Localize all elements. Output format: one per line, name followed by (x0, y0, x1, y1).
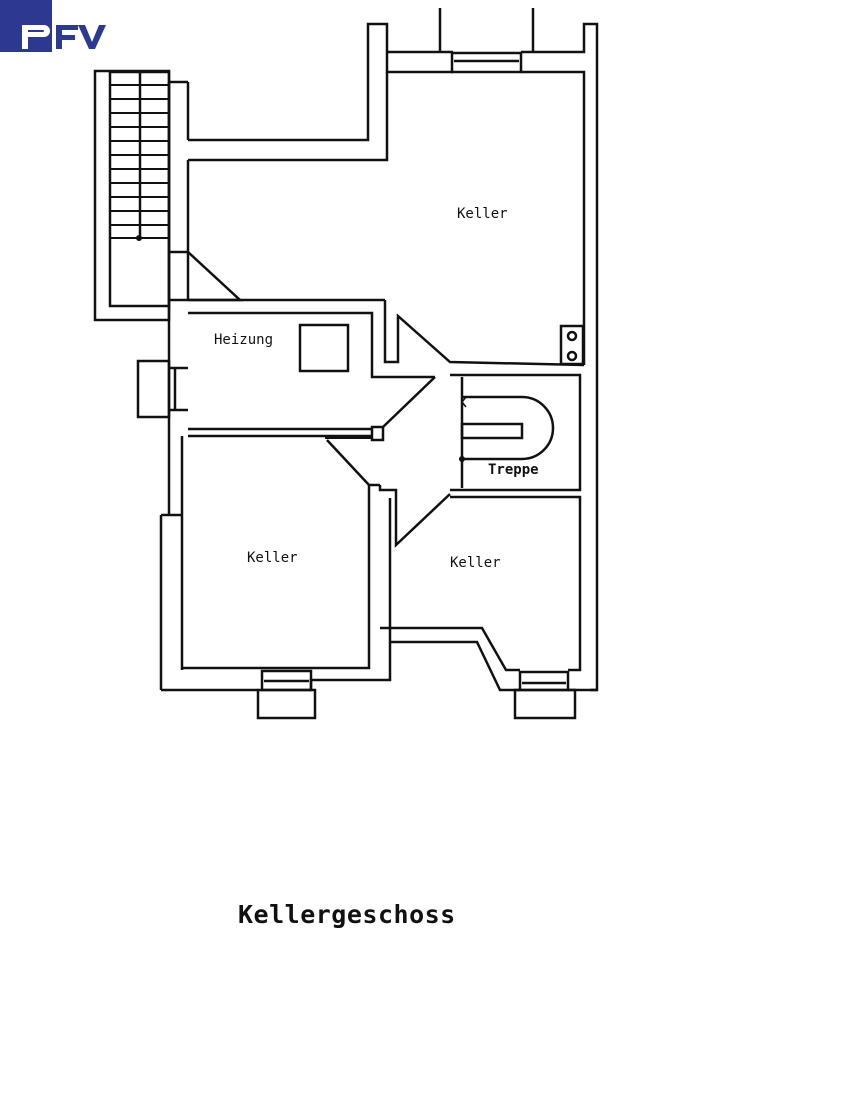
exterior-stair-treads (110, 84, 169, 239)
room-label-keller-bottom-right: Keller (450, 555, 501, 571)
floor-title: Kellergeschoss (238, 900, 456, 929)
pfv-logo-icon (0, 0, 106, 52)
walls (93, 8, 599, 720)
room-label-keller-top: Keller (457, 206, 508, 222)
room-label-heizung: Heizung (214, 332, 273, 348)
exterior-stair-outline (93, 69, 171, 322)
room-label-treppe: Treppe (488, 462, 539, 478)
room-label-keller-bottom-left: Keller (247, 550, 298, 566)
pfv-logo (0, 0, 110, 52)
